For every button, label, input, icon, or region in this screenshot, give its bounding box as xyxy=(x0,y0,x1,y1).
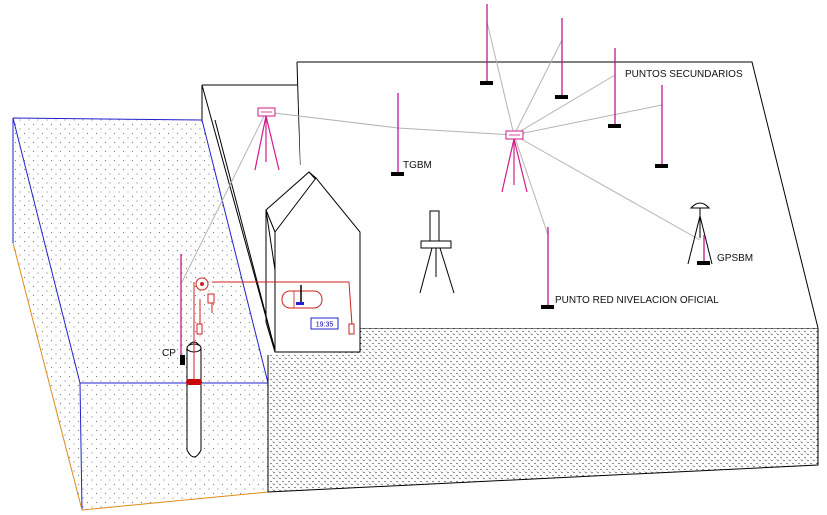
secondary-point-4 xyxy=(655,85,668,168)
float xyxy=(186,379,202,385)
sight-lines xyxy=(181,21,701,283)
black-tripod xyxy=(419,210,455,294)
label-tgbm: TGBM xyxy=(403,160,432,171)
platform xyxy=(201,61,819,355)
soil-top-face xyxy=(13,118,268,383)
wall-outer-edge xyxy=(214,119,276,351)
ground-front-face xyxy=(268,328,818,492)
soil-side-face xyxy=(13,118,82,510)
sight-line-7 xyxy=(397,127,515,136)
soil-front-edge xyxy=(79,382,83,511)
platform-outline xyxy=(297,61,819,329)
clock-display xyxy=(310,317,339,330)
sight-line-2 xyxy=(513,39,563,136)
tgbm-rod xyxy=(391,93,404,176)
soil-front-face xyxy=(80,383,268,510)
house-back-edge xyxy=(265,210,276,353)
level-instrument-center xyxy=(501,130,528,193)
reference-rods xyxy=(180,4,668,360)
level-instrument-left xyxy=(254,107,280,171)
platform-top xyxy=(297,62,818,328)
label-punto-red: PUNTO RED NIVELACION OFICIAL xyxy=(555,295,719,306)
ground-front-outline xyxy=(267,328,819,493)
ground-block xyxy=(267,327,819,493)
secondary-point-3 xyxy=(608,48,621,128)
recorder-drum: 19:35 xyxy=(281,285,339,330)
wall-inner-edge xyxy=(201,84,276,351)
secondary-point-2 xyxy=(555,18,568,99)
sight-line-3 xyxy=(513,74,616,136)
sight-line-5 xyxy=(513,134,701,241)
platform-left-edge xyxy=(296,61,301,166)
sight-line-1 xyxy=(486,21,515,136)
official-network-rod xyxy=(541,227,554,309)
soil-block xyxy=(12,117,269,511)
sight-line-4 xyxy=(513,104,663,136)
sight-line-9 xyxy=(181,111,267,283)
gps-antenna xyxy=(687,202,713,265)
soil-base-edge xyxy=(12,242,269,511)
label-puntos-secundarios: PUNTOS SECUNDARIOS xyxy=(625,69,743,80)
cp-marker xyxy=(180,355,185,365)
label-gpsbm: GPSBM xyxy=(717,253,753,264)
clock-text: 19:35 xyxy=(316,322,334,329)
retaining-wall xyxy=(202,85,300,355)
recorder-wires xyxy=(193,277,355,380)
sight-line-6 xyxy=(513,134,549,236)
sight-line-8 xyxy=(265,111,399,129)
label-cp: CP xyxy=(162,348,176,359)
secondary-point-1 xyxy=(480,4,493,85)
